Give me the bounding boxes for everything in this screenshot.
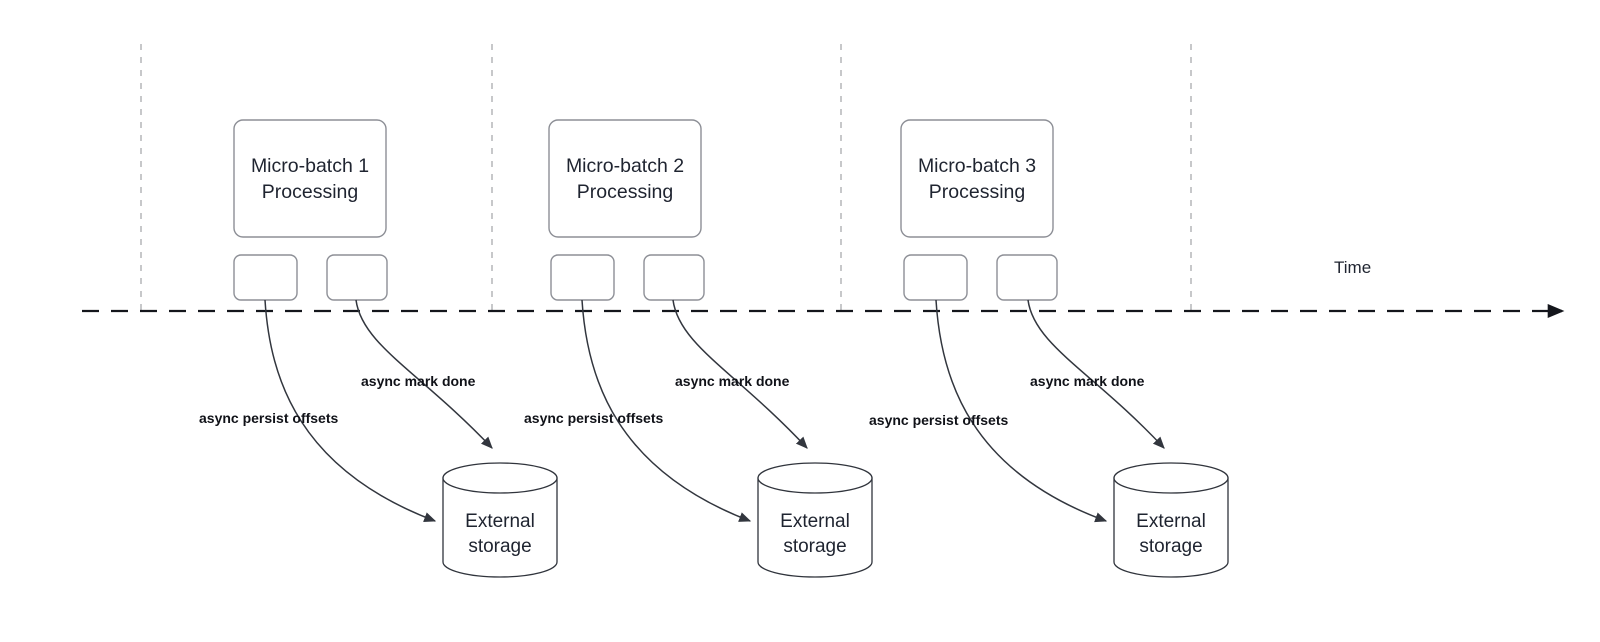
process-box-3[interactable] — [900, 119, 1054, 238]
process-box-label-line1-1: Micro-batch 1 — [251, 155, 369, 177]
storage-label-line1-3: External — [1136, 511, 1206, 532]
task-box-mark-done-task-2[interactable] — [643, 254, 705, 301]
task-box-mark-done-task-1[interactable] — [326, 254, 388, 301]
task-box-mark-done-task-3[interactable] — [996, 254, 1058, 301]
storage-cylinder-body-3[interactable] — [1113, 477, 1229, 578]
storage-label-line1-2: External — [780, 511, 850, 532]
process-box-label-line1-2: Micro-batch 2 — [566, 155, 684, 177]
process-box-label-line2-3: Processing — [929, 181, 1025, 203]
boundary-lines-group — [140, 44, 1192, 311]
process-box-2[interactable] — [548, 119, 702, 238]
storage-label-line2-3: storage — [1139, 536, 1202, 557]
edge-async-persist-offsets-2 — [581, 299, 752, 522]
task-box-persist-task-2[interactable] — [550, 254, 615, 301]
time-axis-label: Time — [1334, 258, 1371, 277]
storage-cylinder-top-1 — [442, 462, 558, 494]
edge-label-async-mark-done-1: async mark done — [361, 373, 476, 389]
edge-label-async-persist-offsets-1: async persist offsets — [199, 410, 338, 426]
process-box-label-line2-1: Processing — [262, 181, 358, 203]
edge-async-mark-done-2 — [672, 299, 808, 449]
edge-async-persist-offsets-3 — [935, 299, 1108, 523]
process-box-1[interactable] — [233, 119, 387, 238]
edge-async-mark-done-3 — [1027, 299, 1165, 449]
storage-cylinder-top-2 — [757, 462, 873, 494]
storage-label-line2-2: storage — [783, 536, 846, 557]
edge-async-persist-offsets-1 — [264, 299, 437, 522]
storage-cylinder-body-2[interactable] — [757, 477, 873, 578]
storage-label-line2-1: storage — [468, 536, 531, 557]
edge-async-mark-done-1 — [355, 299, 493, 449]
edge-label-async-mark-done-2: async mark done — [675, 373, 790, 389]
storage-cylinder-body-1[interactable] — [442, 477, 558, 578]
edge-label-async-persist-offsets-2: async persist offsets — [524, 410, 663, 426]
task-box-persist-task-1[interactable] — [233, 254, 298, 301]
edge-label-async-mark-done-3: async mark done — [1030, 373, 1145, 389]
process-box-label-line1-3: Micro-batch 3 — [918, 155, 1036, 177]
storage-label-line1-1: External — [465, 511, 535, 532]
timeline-axis-group: Time — [82, 258, 1565, 319]
process-box-label-line2-2: Processing — [577, 181, 673, 203]
edge-label-async-persist-offsets-3: async persist offsets — [869, 412, 1008, 428]
storage-cylinder-top-3 — [1113, 462, 1229, 494]
task-box-persist-task-3[interactable] — [903, 254, 968, 301]
